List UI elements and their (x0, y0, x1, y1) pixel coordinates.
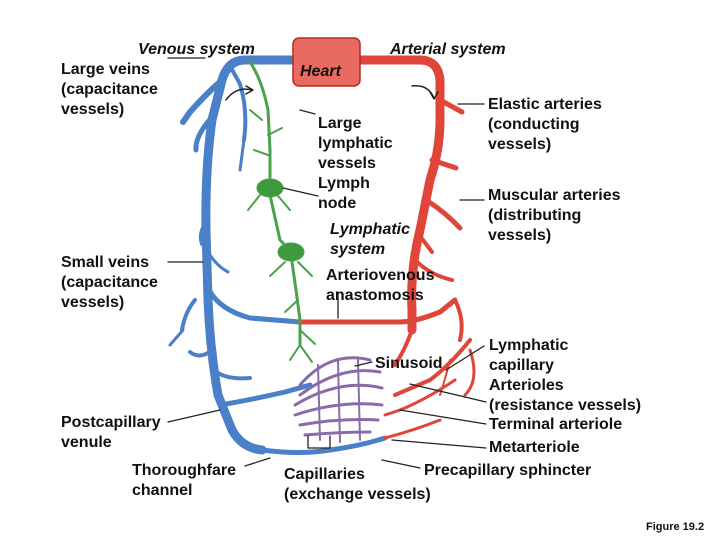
arteriole-branch (453, 298, 464, 342)
label-heart: Heart (300, 63, 341, 80)
label-capillaries: Capillaries (exchange vessels) (284, 466, 431, 503)
label-precapillary-sphincter: Precapillary sphincter (424, 462, 592, 479)
flow-arrow-arterial-head (429, 91, 439, 100)
capillary-loop (298, 369, 382, 397)
arteriole-branch (439, 359, 451, 396)
lymphatic-branch (247, 194, 261, 211)
label-arterial-system: Arterial system (390, 41, 506, 58)
capillary-vertical (317, 364, 321, 441)
lymphatic-trunk (268, 193, 292, 252)
venule-branch (188, 348, 214, 358)
large-lymphatic-vessel (248, 60, 272, 187)
large-vein-branch (228, 64, 248, 142)
label-muscular-arteries: Muscular arteries (distributing vessels) (488, 187, 621, 244)
lymphatic-branch (284, 299, 299, 313)
capillary-loop (303, 430, 372, 437)
muscular-artery-branch (423, 197, 463, 231)
lymph-node (277, 242, 305, 262)
lymphatic-branch (253, 149, 269, 156)
arteriole-branch (393, 328, 414, 367)
venule-branch (212, 368, 252, 381)
muscular-artery-branch (413, 258, 454, 282)
muscular-artery-branch (418, 234, 434, 254)
flow-arrow-venous-head (245, 85, 254, 95)
lymphatic-branch (267, 127, 283, 136)
label-metarteriole: Metarteriole (489, 439, 580, 456)
small-vein-loop (206, 287, 303, 325)
lymphatic-trunk (290, 260, 302, 347)
label-lymphatic-capillary: Lymphatic capillary (489, 337, 569, 374)
arterial-vessels (297, 55, 476, 440)
large-vein-branch (193, 112, 217, 153)
capillary-vertical (337, 359, 341, 443)
heart-shape (292, 37, 361, 87)
arteriole-path (393, 338, 472, 397)
small-vein-branch (168, 328, 185, 347)
lymphatic-branch (299, 329, 316, 345)
figure-caption: Figure 19.2 (646, 521, 705, 533)
label-lymphatic-system: Lymphatic system (330, 221, 411, 258)
lymphatic-branch (249, 109, 263, 121)
large-vein-branch (238, 138, 246, 172)
lymphatic-capillary-branch (299, 344, 313, 363)
label-sinusoid: Sinusoid (375, 355, 443, 372)
label-large-veins: Large veins (capacitance vessels) (61, 61, 158, 118)
capillary-vertical (357, 359, 361, 441)
postcapillary-venule-path (217, 382, 313, 408)
lymphatic-branch (277, 195, 291, 211)
label-terminal-arteriole: Terminal arteriole (489, 416, 623, 433)
thoroughfare-channel-path (259, 435, 388, 455)
label-small-veins: Small veins (capacitance vessels) (61, 254, 158, 311)
label-postcapillary-venule: Postcapillary venule (61, 414, 161, 451)
small-vein-branch (205, 248, 230, 274)
capillary-loop (298, 356, 372, 387)
flow-arrow-venous (225, 88, 253, 101)
label-lymph-node: Lymph node (318, 175, 370, 212)
arteriovenous-anastomosis-path (297, 297, 458, 325)
venous-vessels (168, 55, 313, 455)
large-vein-branch (180, 77, 225, 125)
arteriole-branch (463, 348, 476, 397)
label-venous-system: Venous system (138, 41, 255, 58)
lymph-node (256, 178, 284, 198)
elastic-artery-branch (437, 97, 465, 115)
small-vein-branch (198, 218, 210, 246)
elastic-artery-branch (429, 157, 459, 171)
label-arterioles: Arterioles (resistance vessels) (489, 377, 642, 414)
small-vein-branch (180, 298, 197, 332)
lymphatic-capillary-branch (289, 344, 301, 361)
leader-lines (167, 57, 487, 469)
capillary-bed (259, 356, 388, 455)
label-thoroughfare-channel: Thoroughfare channel (132, 462, 236, 499)
metarteriole-path (383, 418, 442, 440)
label-large-lymphatic-vessels: Large lymphatic vessels (318, 115, 393, 172)
vena-cava (201, 55, 300, 455)
lymphatic-branch (269, 261, 286, 277)
lymphatic-branch (297, 261, 313, 277)
aorta (355, 55, 445, 335)
label-elastic-arteries: Elastic arteries (conducting vessels) (488, 96, 602, 153)
label-arteriovenous-anastomosis: Arteriovenous anastomosis (326, 267, 435, 304)
